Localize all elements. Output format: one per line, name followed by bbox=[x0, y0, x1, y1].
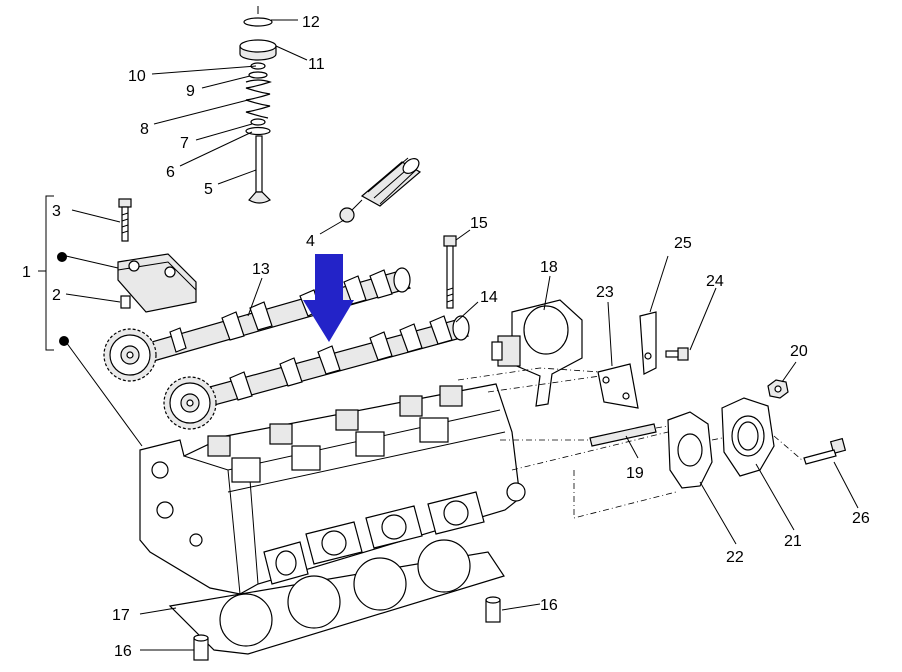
part-20-nut bbox=[767, 379, 789, 399]
callout-13: 13 bbox=[252, 261, 270, 278]
valve-assembly bbox=[239, 6, 277, 204]
part-25-plate bbox=[639, 311, 657, 375]
callout-16-upper: 16 bbox=[540, 597, 558, 614]
blue-down-arrow bbox=[303, 254, 354, 342]
callout-1: 1 bbox=[22, 264, 31, 281]
callout-14: 14 bbox=[480, 289, 498, 306]
group-bracket bbox=[38, 195, 54, 351]
callout-11: 11 bbox=[308, 56, 325, 73]
callout-19: 19 bbox=[626, 465, 644, 482]
callout-12: 12 bbox=[302, 14, 320, 31]
cam-gear-lower bbox=[163, 376, 217, 430]
callout-2: 2 bbox=[52, 287, 61, 304]
part-22-gasket bbox=[667, 411, 713, 489]
callout-labels: 12 11 10 9 8 7 6 5 4 3 1 2 13 15 14 18 2… bbox=[22, 14, 870, 660]
exhaust-ports bbox=[263, 491, 485, 585]
leader-lines bbox=[65, 19, 859, 651]
part-3-bolt bbox=[118, 198, 132, 242]
callout-22: 22 bbox=[726, 549, 744, 566]
callout-9: 9 bbox=[186, 83, 195, 100]
part-26-bolt bbox=[803, 437, 847, 465]
callout-4: 4 bbox=[306, 233, 315, 250]
callout-15: 15 bbox=[470, 215, 488, 232]
callout-3: 3 bbox=[52, 203, 61, 220]
callout-8: 8 bbox=[140, 121, 149, 138]
callout-18: 18 bbox=[540, 259, 558, 276]
cam-gear-upper bbox=[103, 328, 157, 382]
callout-17: 17 bbox=[112, 607, 130, 624]
part-19-stud bbox=[589, 423, 657, 447]
alignment-lines bbox=[457, 367, 803, 519]
part-23-bracket bbox=[597, 363, 639, 409]
callout-16-lower: 16 bbox=[114, 643, 132, 660]
callout-5: 5 bbox=[204, 181, 213, 198]
callout-10: 10 bbox=[128, 68, 146, 85]
part-24-screw bbox=[665, 347, 689, 361]
callout-21: 21 bbox=[784, 533, 802, 550]
callout-24: 24 bbox=[706, 273, 724, 290]
cylinder-head bbox=[139, 383, 526, 595]
callout-20: 20 bbox=[790, 343, 808, 360]
part-1-bearing-cap bbox=[117, 253, 197, 313]
part-16-dowel-a bbox=[485, 596, 501, 623]
part-15-bolt bbox=[443, 235, 457, 309]
callout-7: 7 bbox=[180, 135, 189, 152]
callout-23: 23 bbox=[596, 284, 614, 301]
bullet-dot-upper bbox=[57, 252, 67, 262]
callout-6: 6 bbox=[166, 164, 175, 181]
part-21-housing bbox=[721, 397, 775, 477]
part-18-actuator bbox=[491, 299, 583, 407]
part-4-lifter bbox=[339, 157, 422, 223]
part-16-dowel-b bbox=[193, 634, 209, 661]
callout-25: 25 bbox=[674, 235, 692, 252]
callout-26: 26 bbox=[852, 510, 870, 527]
